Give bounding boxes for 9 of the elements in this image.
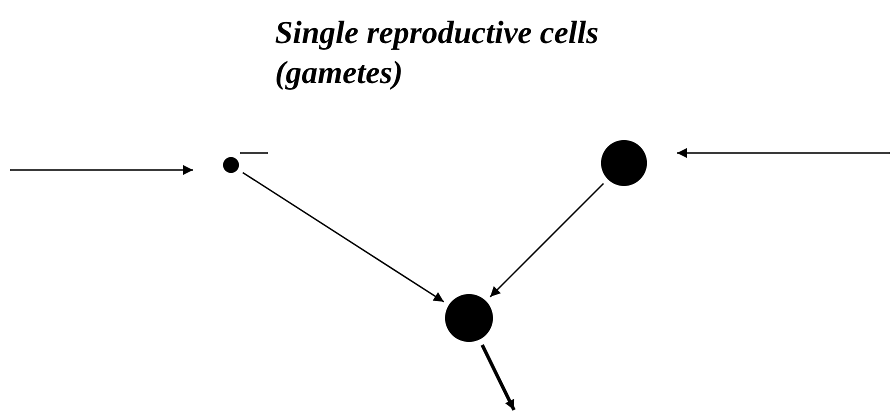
arrow	[677, 148, 890, 158]
cell-circle	[445, 294, 493, 342]
title: Single reproductive cells (gametes)	[275, 13, 600, 92]
cell-circle	[223, 157, 239, 173]
cell-circle	[601, 140, 647, 186]
arrow	[10, 165, 193, 175]
arrow	[480, 344, 516, 411]
arrow	[490, 182, 604, 298]
arrow	[242, 172, 444, 302]
